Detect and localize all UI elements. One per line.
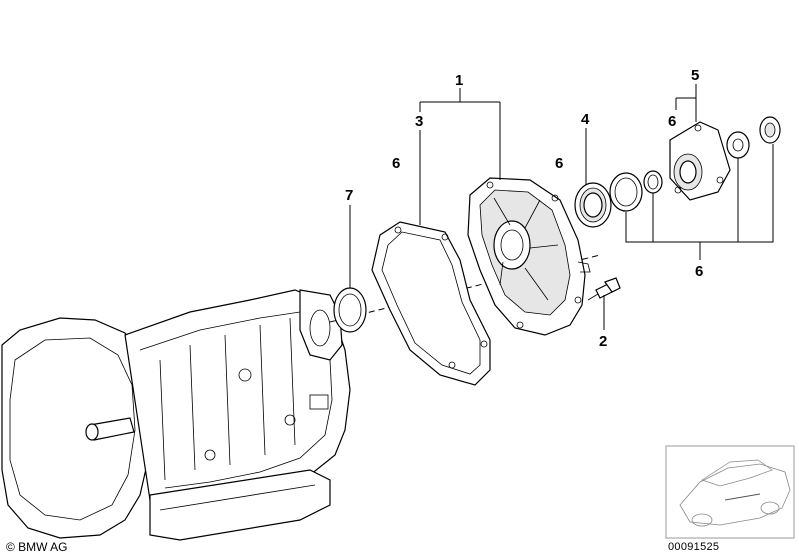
vehicle-thumbnail xyxy=(665,445,795,539)
part-1-housing-cover xyxy=(467,177,591,336)
leader-lines xyxy=(349,84,774,330)
callout-labels: 1 3 6 7 4 6 5 6 2 6 xyxy=(345,67,703,350)
part-7-o-ring xyxy=(333,287,367,333)
part-6-rings xyxy=(609,116,781,212)
callout-5: 5 xyxy=(691,67,699,84)
part-2-bolt xyxy=(587,277,621,301)
callout-6-seal: 6 xyxy=(555,155,563,172)
callout-6-rings: 6 xyxy=(695,263,703,280)
callout-1: 1 xyxy=(455,72,463,89)
transmission-assembly xyxy=(1,289,351,541)
document-number: 00091525 xyxy=(668,541,720,553)
callout-3: 3 xyxy=(415,113,423,130)
part-4-shaft-seal xyxy=(574,182,612,228)
part-3-gasket xyxy=(371,221,491,386)
callout-2: 2 xyxy=(599,333,607,350)
part-5-output-flange xyxy=(669,121,731,201)
callout-6-flange: 6 xyxy=(668,113,676,130)
callout-6-gasket: 6 xyxy=(392,155,400,172)
callout-7: 7 xyxy=(345,187,353,204)
copyright-text: © BMW AG xyxy=(6,540,68,554)
callout-4: 4 xyxy=(581,111,590,128)
